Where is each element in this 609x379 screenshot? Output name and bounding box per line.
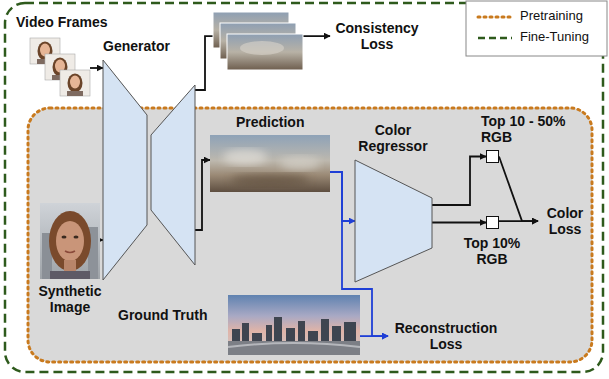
node-label: Synthetic Image — [28, 283, 112, 315]
legend-label: Pretraining — [520, 9, 583, 24]
node-label: Video Frames — [16, 14, 108, 30]
frame-image — [227, 34, 303, 70]
generator-network: Generator — [103, 60, 195, 280]
rgb-square: Top 10% RGB — [486, 216, 499, 229]
loss-term: Color Loss — [538, 205, 592, 237]
node-label: Top 10% RGB — [461, 235, 523, 267]
legend-box — [466, 1, 607, 56]
frame-blur — [240, 41, 284, 55]
connector-arrow — [90, 67, 103, 69]
node-label: Reconstruction Loss — [388, 320, 504, 352]
prediction-image: Prediction — [210, 135, 330, 192]
generator-illustration — [103, 60, 195, 280]
prediction-illustration — [210, 135, 330, 192]
synthetic-illustration — [40, 203, 100, 279]
node-label: Generator — [103, 38, 170, 54]
faces-illustration — [30, 38, 90, 96]
color-regressor: Color Regressor — [355, 160, 432, 282]
connector-arrow — [499, 220, 538, 222]
connector-arrow — [360, 335, 388, 337]
connector-arrow — [432, 222, 486, 224]
node-label: Color Regressor — [351, 122, 435, 154]
rgb-square: Top 10 - 50% RGB — [486, 150, 499, 163]
legend-sample — [478, 16, 512, 19]
loss-term: Consistency Loss — [330, 20, 424, 52]
regressor-illustration — [355, 160, 432, 282]
node-label: Prediction — [236, 114, 304, 130]
connector-arrow — [499, 157, 538, 222]
truth-illustration — [228, 295, 360, 355]
node-label: Consistency Loss — [330, 20, 424, 52]
legend-sample — [478, 37, 512, 40]
fine-tuning-region — [5, 3, 603, 372]
ground-truth-image: Ground Truth — [228, 295, 360, 355]
video-frames: Video Frames — [30, 38, 90, 96]
synthetic-image: Synthetic Image — [40, 203, 100, 279]
connector-arrow — [432, 157, 486, 206]
connector-arrow — [195, 160, 210, 230]
node-label: Color Loss — [538, 205, 592, 237]
node-label: Ground Truth — [118, 307, 207, 323]
legend-label: Fine-Tuning — [520, 30, 589, 45]
loss-term: Reconstruction Loss — [388, 320, 504, 352]
node-label: Top 10 - 50% RGB — [481, 113, 579, 145]
